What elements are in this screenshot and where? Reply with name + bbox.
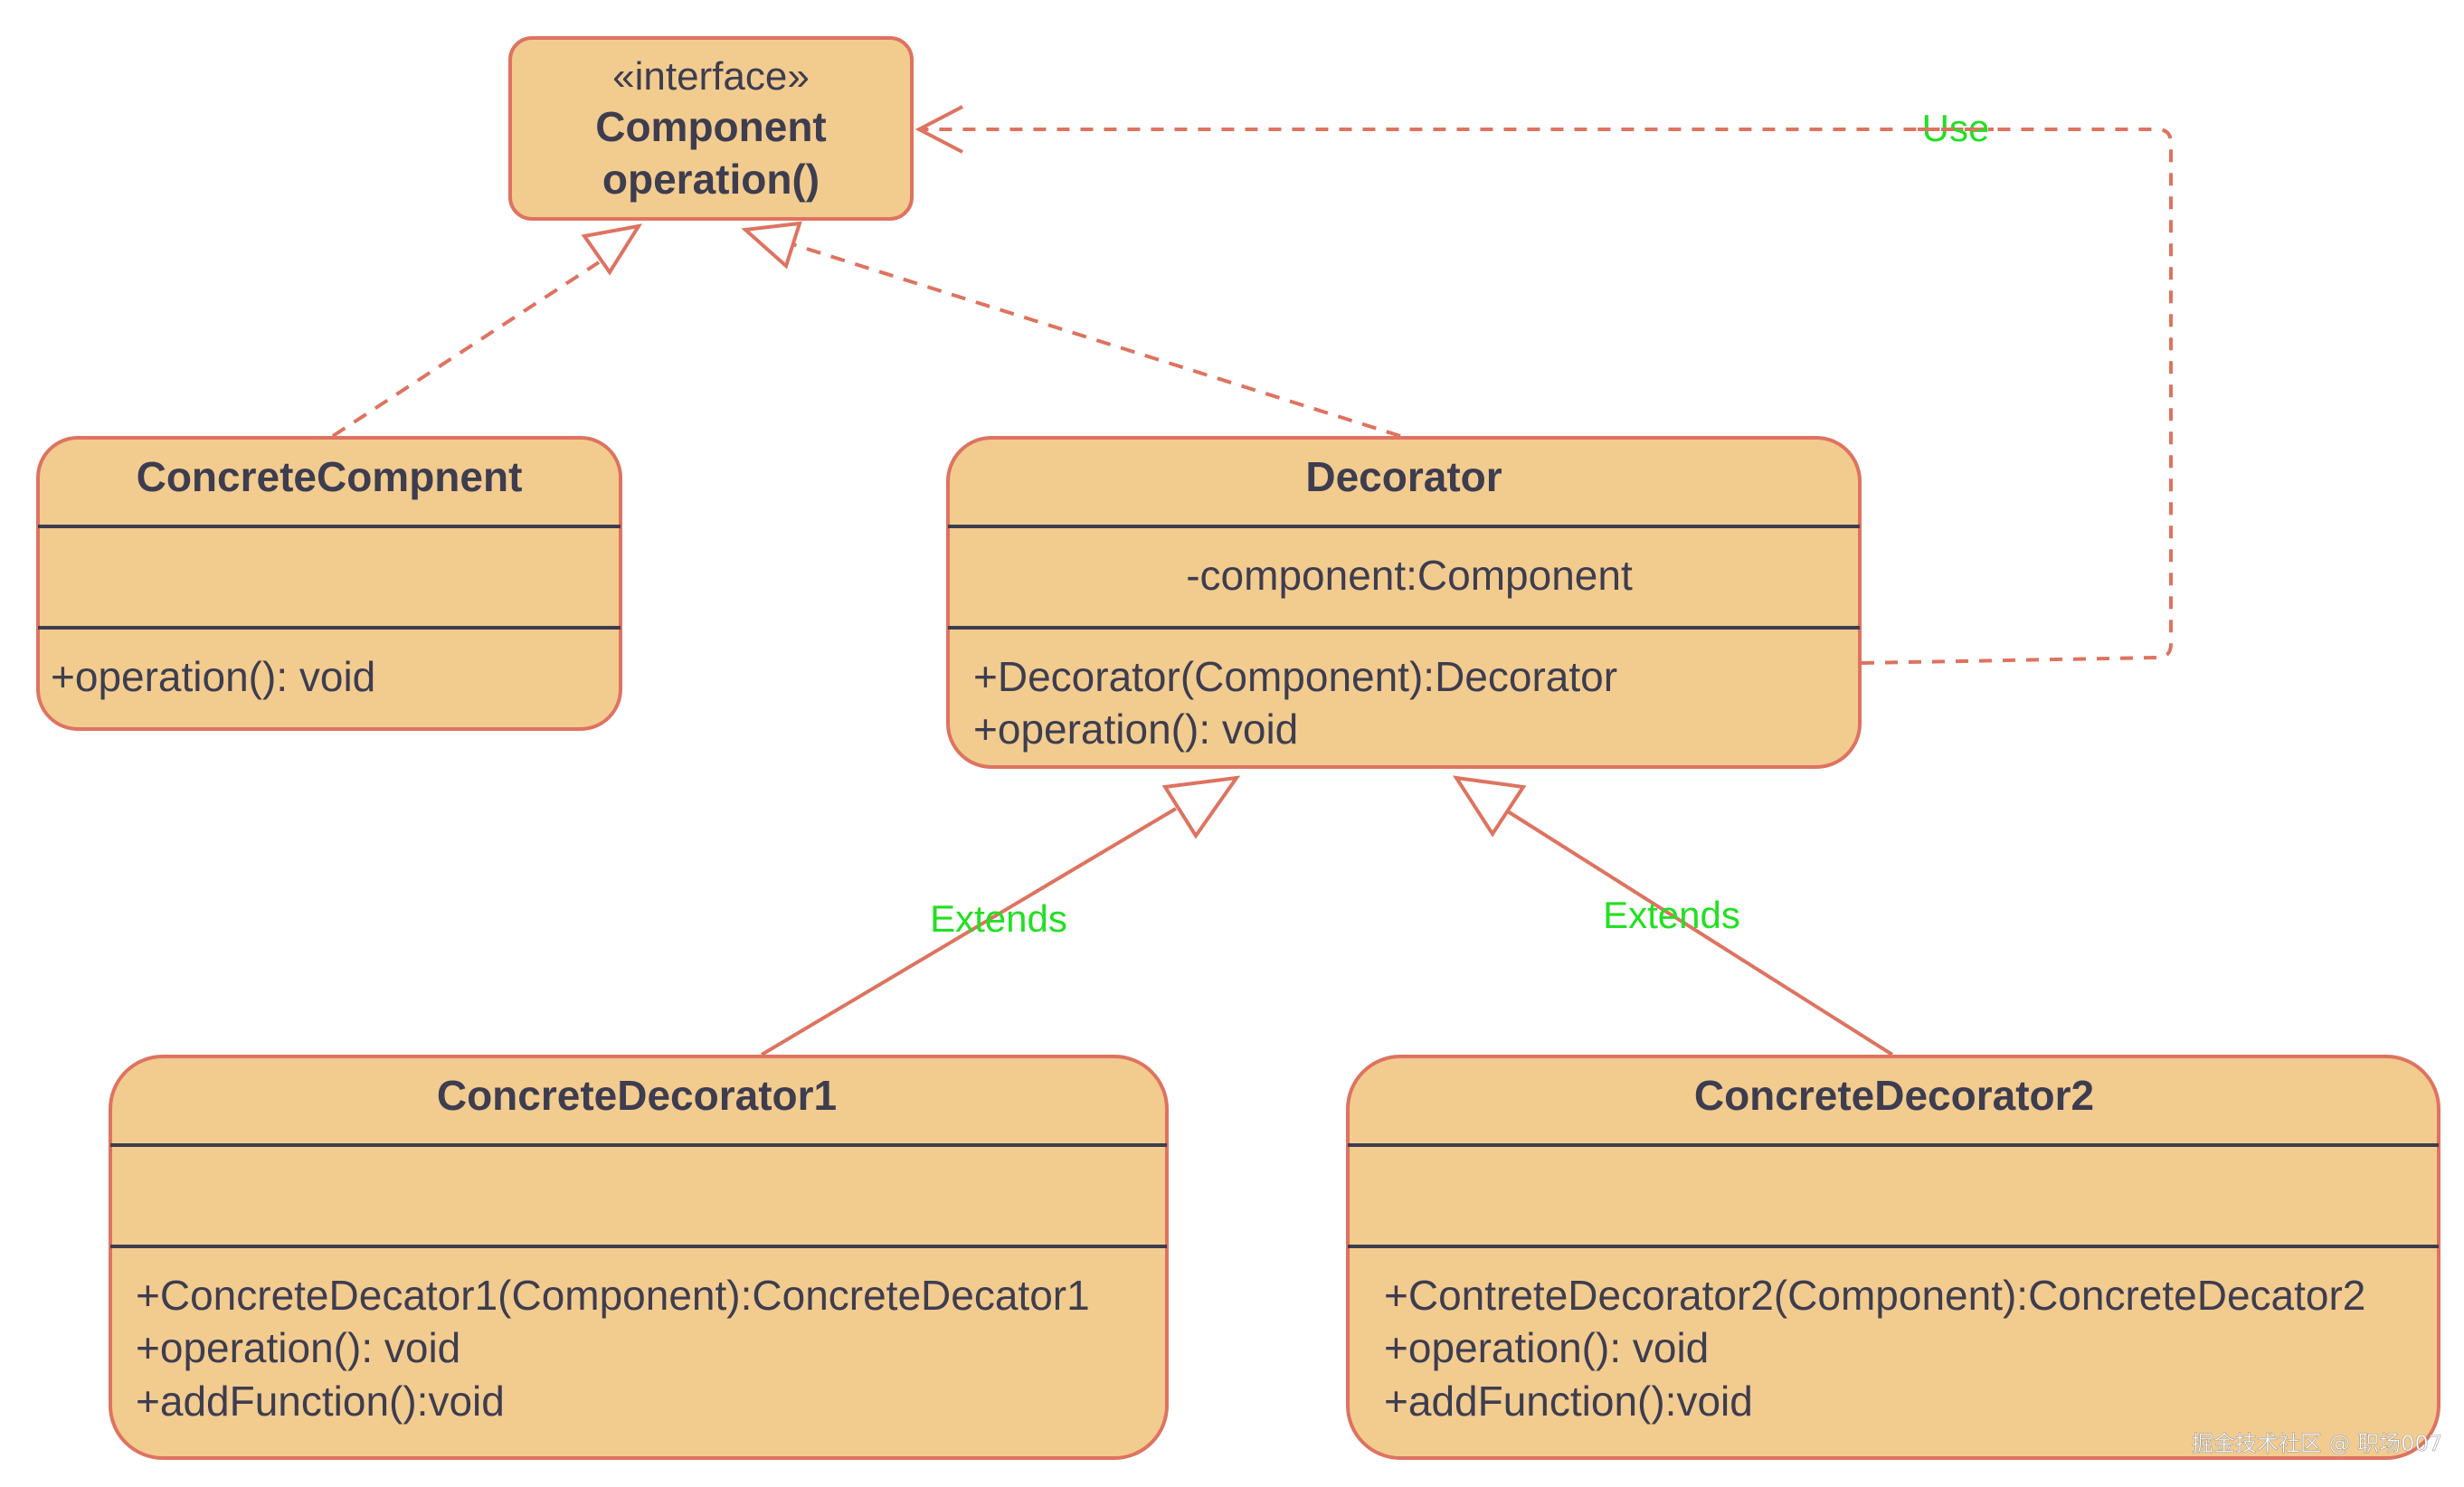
extends-line-decorator2 [1502, 807, 1894, 1056]
concrete-decorator2-method-2: +operation(): void [1384, 1324, 1709, 1371]
use-arrowhead [915, 105, 963, 154]
class-box-component[interactable]: «interface» Component operation() [508, 36, 914, 221]
concrete-decorator1-method-3: +addFunction():void [136, 1378, 505, 1425]
class-box-concrete-decorator1[interactable]: ConcreteDecorator1 +ConcreteDecator1(Com… [109, 1055, 1169, 1460]
use-label: Use [1922, 107, 1990, 149]
realization-arrowhead-decorator [741, 221, 802, 270]
concrete-decorator1-method-1: +ConcreteDecator1(Component):ConcreteDec… [136, 1272, 1090, 1319]
component-name: Component [595, 103, 827, 150]
extends-arrowhead-decorator1 [1161, 775, 1241, 839]
decorator-method-1: +Decorator(Component):Decorator [973, 653, 1617, 700]
class-box-decorator-body [946, 436, 1862, 769]
component-operation: operation() [602, 156, 820, 203]
decorator-method-2: +operation(): void [973, 706, 1298, 753]
realization-line-decorator [791, 242, 1401, 438]
concrete-decorator2-method-3: +addFunction():void [1384, 1378, 1753, 1425]
extends-line-decorator1 [760, 807, 1178, 1056]
concrete-decorator2-name: ConcreteDecorator2 [1694, 1072, 2094, 1119]
realization-arrowhead-concrete-component [581, 223, 643, 276]
extends-label-2: Extends [1603, 894, 1740, 936]
class-box-concrete-component[interactable]: ConcreteCompnent +operation(): void [36, 436, 622, 731]
concrete-component-method: +operation(): void [51, 653, 375, 700]
concrete-decorator1-method-2: +operation(): void [136, 1324, 460, 1371]
class-box-concrete-component-body [36, 436, 622, 731]
concrete-component-name: ConcreteCompnent [137, 453, 523, 500]
concrete-decorator1-name: ConcreteDecorator1 [437, 1072, 837, 1119]
class-box-concrete-decorator1-body [109, 1055, 1169, 1460]
extends-arrowhead-decorator2 [1452, 775, 1527, 838]
class-box-concrete-decorator2-body [1346, 1055, 2440, 1460]
concrete-decorator2-method-1: +ContreteDecorator2(Component):ConcreteD… [1384, 1272, 2365, 1319]
decorator-name: Decorator [1305, 453, 1502, 500]
class-box-component-body [508, 36, 914, 221]
decorator-attribute: -component:Component [1186, 552, 1633, 599]
relationship-lines [331, 105, 2173, 1056]
class-box-decorator[interactable]: Decorator -component:Component +Decorato… [946, 436, 1862, 769]
realization-line-concrete-component [331, 260, 601, 438]
use-dependency-line [919, 128, 2173, 665]
class-box-concrete-decorator2[interactable]: ConcreteDecorator2 +ContreteDecorator2(C… [1346, 1055, 2440, 1460]
extends-label-1: Extends [930, 897, 1067, 940]
component-stereotype: «interface» [612, 54, 810, 99]
watermark-text: 掘金技术社区 @ 职场007 [2192, 1431, 2442, 1456]
